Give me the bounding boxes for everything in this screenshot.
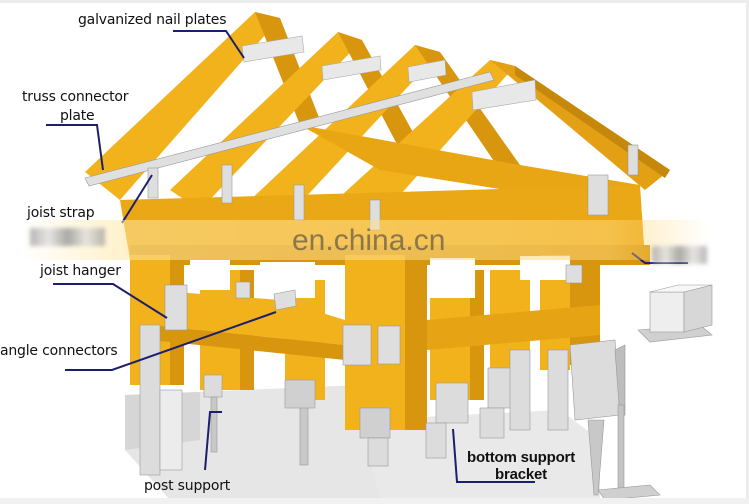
- label-galvanized-nail-plates: galvanized nail plates: [78, 12, 227, 28]
- right-border: [746, 0, 749, 504]
- leader-joist-strap: [121, 174, 153, 224]
- leader-truss-connector-plate: [46, 124, 104, 171]
- label-joist-strap: joist strap: [27, 205, 95, 221]
- middle-beam: [150, 290, 600, 360]
- leader-bottom-support-bracket: [452, 428, 535, 483]
- label-truss-connector-plate-line2: plate: [60, 108, 95, 124]
- label-truss-connector-plate: truss connector: [22, 89, 129, 105]
- watermark-band: [20, 220, 710, 260]
- watermark: en.china.cn: [292, 224, 446, 257]
- label-bottom-support-bracket-line1: bottom support: [466, 449, 575, 466]
- blurred-text: [30, 228, 105, 246]
- label-bottom-support-bracket-line2: bracket: [495, 466, 547, 483]
- leader-angle-connectors: [65, 311, 277, 371]
- label-bottom-support-bracket: bottom support bracket: [464, 449, 578, 483]
- label-post-support: post support: [144, 478, 231, 494]
- leader-galvanized-nail-plates: [173, 30, 245, 59]
- top-border: [0, 0, 749, 3]
- label-angle-connectors: angle connectors: [0, 343, 118, 359]
- post-bases: [139, 324, 661, 501]
- window-openings: [190, 256, 570, 298]
- leader-post-support: [204, 411, 222, 471]
- blurred-text: [652, 246, 707, 264]
- leader-joist-hanger: [53, 283, 168, 319]
- label-joist-hanger: joist hanger: [40, 263, 121, 279]
- leader-lines: [46, 30, 688, 483]
- bottom-border: [0, 498, 749, 504]
- brackets: [147, 144, 639, 366]
- nail-plates: [84, 35, 537, 187]
- square-post-base: [637, 284, 713, 343]
